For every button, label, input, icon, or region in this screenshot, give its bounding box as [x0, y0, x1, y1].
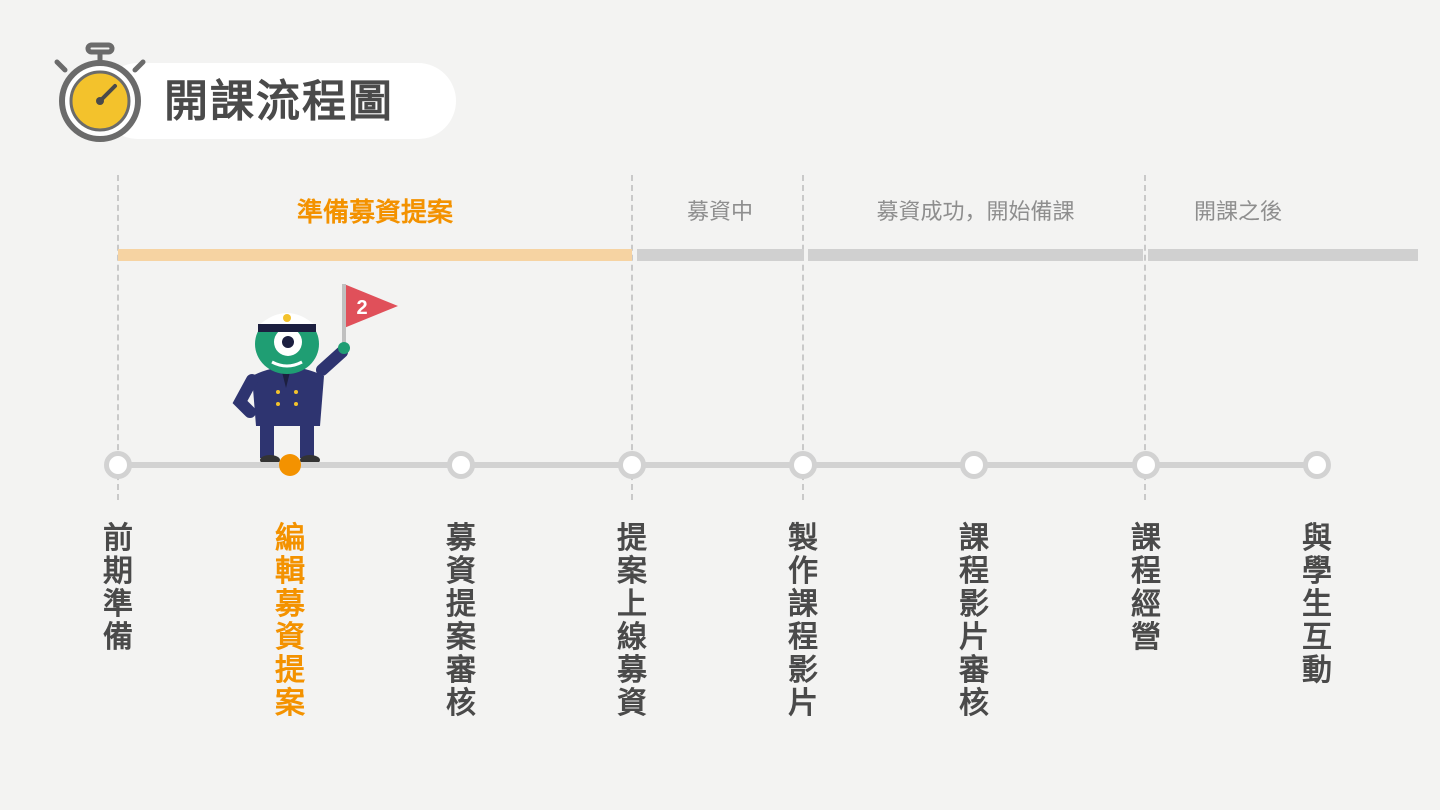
- phase-divider: [1144, 175, 1146, 500]
- step-label-proposal-review: 募資提案審核: [446, 521, 476, 721]
- phase-label-prepare: 準備募資提案: [296, 198, 453, 228]
- phase-divider: [631, 175, 633, 500]
- flag-number: 2: [356, 297, 367, 319]
- phase-bar-prepare: [118, 249, 632, 261]
- captain-mascot: 2: [232, 284, 398, 465]
- phase-divider: [117, 175, 119, 500]
- phase-divider: [802, 175, 804, 500]
- step-node: [1303, 451, 1331, 479]
- phase-label-funded: 募資成功，開始備課: [876, 200, 1075, 225]
- header-pill: [100, 63, 456, 139]
- stopwatch-icon: [54, 42, 146, 142]
- timeline-track: [118, 462, 1318, 468]
- page-title: 開課流程圖: [164, 76, 394, 127]
- step-node: [789, 451, 817, 479]
- step-node-current: [279, 454, 301, 476]
- phase-label-after-launch: 開課之後: [1193, 200, 1282, 225]
- phase-bar-fundraising: [637, 249, 804, 261]
- phase-bar-after-launch: [1148, 249, 1418, 261]
- step-label-make-videos: 製作課程影片: [788, 521, 818, 721]
- step-label-video-review: 課程影片審核: [959, 521, 989, 721]
- phase-label-fundraising: 募資中: [686, 200, 753, 225]
- step-label-course-operation: 課程經營: [1131, 521, 1161, 655]
- step-node: [618, 451, 646, 479]
- step-node: [447, 451, 475, 479]
- step-label-student-interaction: 與學生互動: [1302, 521, 1332, 688]
- step-node: [960, 451, 988, 479]
- step-node: [104, 451, 132, 479]
- step-node: [1132, 451, 1160, 479]
- step-label-edit-proposal: 編輯募資提案: [275, 521, 305, 721]
- step-label-proposal-launch: 提案上線募資: [617, 521, 647, 721]
- phase-bar-funded: [808, 249, 1143, 261]
- step-label-preparation: 前期準備: [103, 521, 133, 655]
